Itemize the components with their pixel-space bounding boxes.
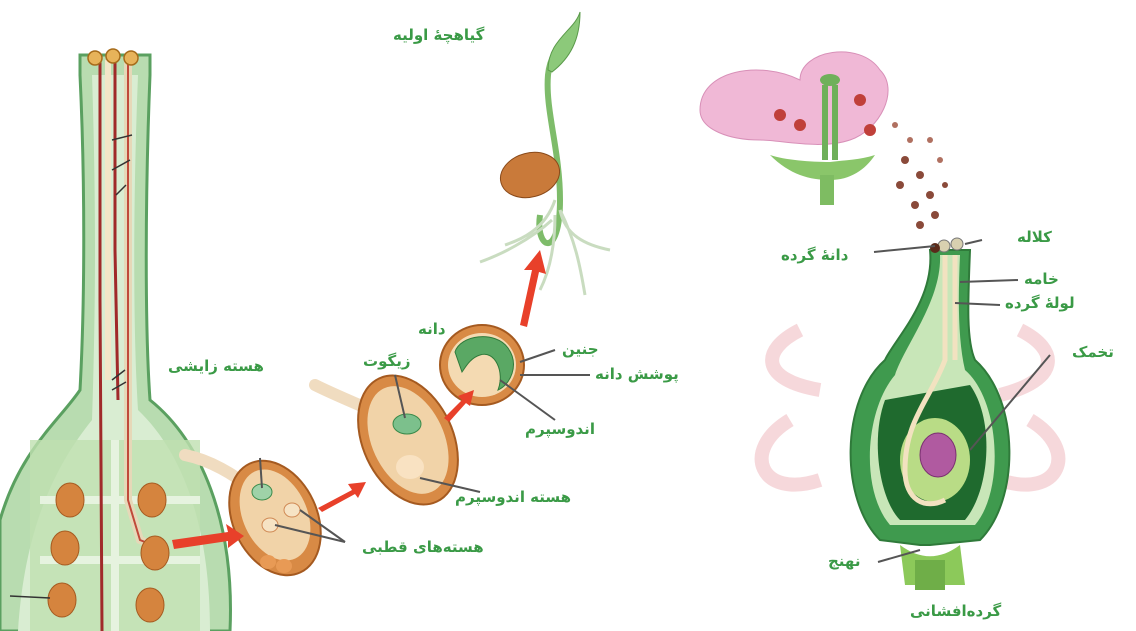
label-zygote: زیگوت (363, 352, 410, 370)
label-ovule: تخمک (1072, 343, 1114, 361)
label-pollination: گرده‌افشانی (910, 602, 1001, 620)
seed-illustration (440, 325, 524, 405)
label-generative-nucleus: هسته زایشی (168, 357, 264, 375)
label-embryo: جنین (562, 340, 599, 358)
label-pollen-tube: لولۀ گرده (1005, 294, 1075, 312)
label-receptacle: نهنج (828, 552, 860, 570)
flower-illustration (700, 52, 948, 229)
label-stigma: کلاله (1017, 228, 1052, 246)
label-style: خامه (1024, 270, 1059, 288)
label-seed: دانه (418, 320, 446, 338)
label-pollen-grain: دانۀ گرده (781, 246, 848, 264)
pistil-cross-section-illustration (762, 238, 1059, 590)
label-endosperm-nucleus: هسته اندوسپرم (455, 488, 571, 506)
label-primary-seedling: گیاهچۀ اولیه (393, 26, 484, 44)
label-polar-nuclei: هسته‌های قطبی (362, 538, 484, 556)
label-seed-coat: پوشش دانه (595, 365, 679, 383)
seedling-illustration (480, 12, 610, 295)
label-endosperm: اندوسپرم (525, 420, 595, 438)
